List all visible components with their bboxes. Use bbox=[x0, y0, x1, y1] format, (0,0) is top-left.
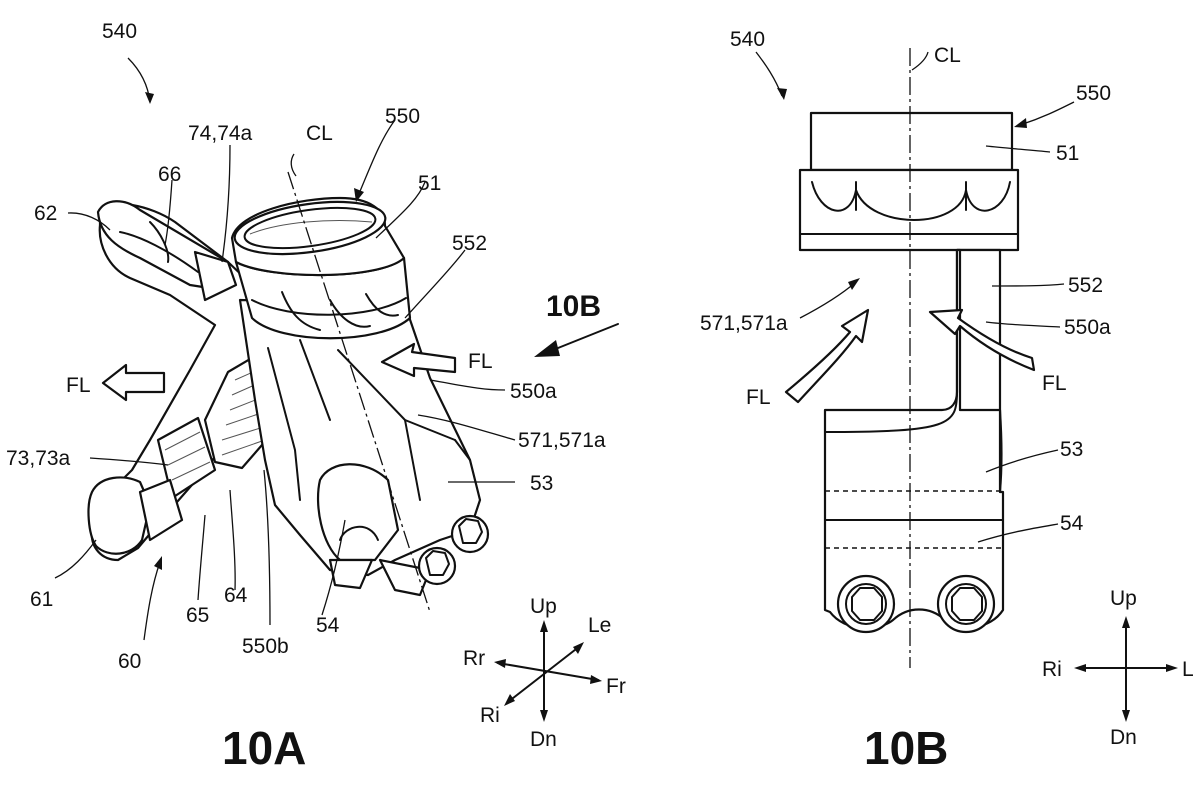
bolt-lower bbox=[417, 546, 457, 586]
label-53-10a: 53 bbox=[530, 472, 553, 495]
compass-dn-10a: Dn bbox=[530, 728, 557, 751]
label-51-10a: 51 bbox=[418, 172, 441, 195]
label-552-10a: 552 bbox=[452, 232, 487, 255]
label-540-10a: 540 bbox=[102, 20, 137, 43]
bolt-right-10b bbox=[936, 574, 996, 634]
compass-10b: Up Dn Ri L bbox=[1042, 587, 1194, 749]
label-view-10b: 10B bbox=[546, 290, 601, 323]
compass-le-10a: Le bbox=[588, 614, 611, 637]
figure-10a: 540 550 CL 74,74a 66 62 51 552 10B FL FL… bbox=[6, 20, 626, 774]
label-64: 64 bbox=[224, 584, 248, 607]
compass-ri-10a: Ri bbox=[480, 704, 500, 727]
lug-74 bbox=[193, 250, 238, 302]
label-74: 74,74a bbox=[188, 122, 253, 145]
label-550b: 550b bbox=[242, 635, 289, 658]
compass-rr-10a: Rr bbox=[463, 647, 485, 670]
compass-l-10b: L bbox=[1182, 658, 1194, 681]
flow-arrow-right-10b bbox=[928, 308, 1036, 372]
label-fl-left-10b: FL bbox=[746, 386, 771, 409]
figure-title-10a: 10A bbox=[222, 722, 306, 774]
label-61: 61 bbox=[30, 588, 53, 611]
bolt-left-10b bbox=[836, 574, 896, 634]
label-571-10a: 571,571a bbox=[518, 429, 606, 452]
label-540-10b: 540 bbox=[730, 28, 765, 51]
head-ring-10b bbox=[798, 168, 1020, 252]
label-550a-10a: 550a bbox=[510, 380, 557, 403]
compass-up-10a: Up bbox=[530, 595, 557, 618]
compass-10a: Up Dn Rr Fr Le Ri bbox=[463, 595, 626, 751]
label-571-10b: 571,571a bbox=[700, 312, 788, 335]
window-lower bbox=[138, 478, 184, 542]
label-cl-10a: CL bbox=[306, 122, 333, 145]
window-middle bbox=[156, 416, 217, 500]
flow-arrow-left-10b bbox=[784, 308, 870, 404]
label-550-10a: 550 bbox=[385, 105, 420, 128]
head-block-51 bbox=[809, 111, 1014, 172]
label-fl-right-10b: FL bbox=[1042, 372, 1067, 395]
figure-10b: 540 CL 550 51 552 571,571a 550a FL FL 53… bbox=[700, 28, 1194, 774]
clamp-boss bbox=[316, 463, 400, 562]
center-line-10a bbox=[287, 171, 431, 613]
compass-fr-10a: Fr bbox=[606, 675, 626, 698]
label-53-10b: 53 bbox=[1060, 438, 1083, 461]
label-552-10b: 552 bbox=[1068, 274, 1103, 297]
figure-title-10b: 10B bbox=[864, 722, 948, 774]
label-550a-10b: 550a bbox=[1064, 316, 1111, 339]
flow-arrow-body bbox=[380, 342, 457, 378]
flow-arrow-left bbox=[101, 363, 166, 402]
label-cl-10b: CL bbox=[934, 44, 961, 67]
label-62: 62 bbox=[34, 202, 57, 225]
label-73: 73,73a bbox=[6, 447, 71, 470]
label-54-10b: 54 bbox=[1060, 512, 1084, 535]
label-fl-body: FL bbox=[468, 350, 493, 373]
label-fl-left: FL bbox=[66, 374, 91, 397]
compass-ri-10b: Ri bbox=[1042, 658, 1062, 681]
view-arrow-10b bbox=[534, 323, 619, 357]
label-60: 60 bbox=[118, 650, 141, 673]
label-51-10b: 51 bbox=[1056, 142, 1079, 165]
bolt-upper bbox=[450, 514, 490, 554]
label-54-10a: 54 bbox=[316, 614, 340, 637]
compass-dn-10b: Dn bbox=[1110, 726, 1137, 749]
label-550-10b: 550 bbox=[1076, 82, 1111, 105]
lower-arm-end bbox=[87, 476, 152, 555]
label-65: 65 bbox=[186, 604, 209, 627]
label-66: 66 bbox=[158, 163, 181, 186]
compass-up-10b: Up bbox=[1110, 587, 1137, 610]
